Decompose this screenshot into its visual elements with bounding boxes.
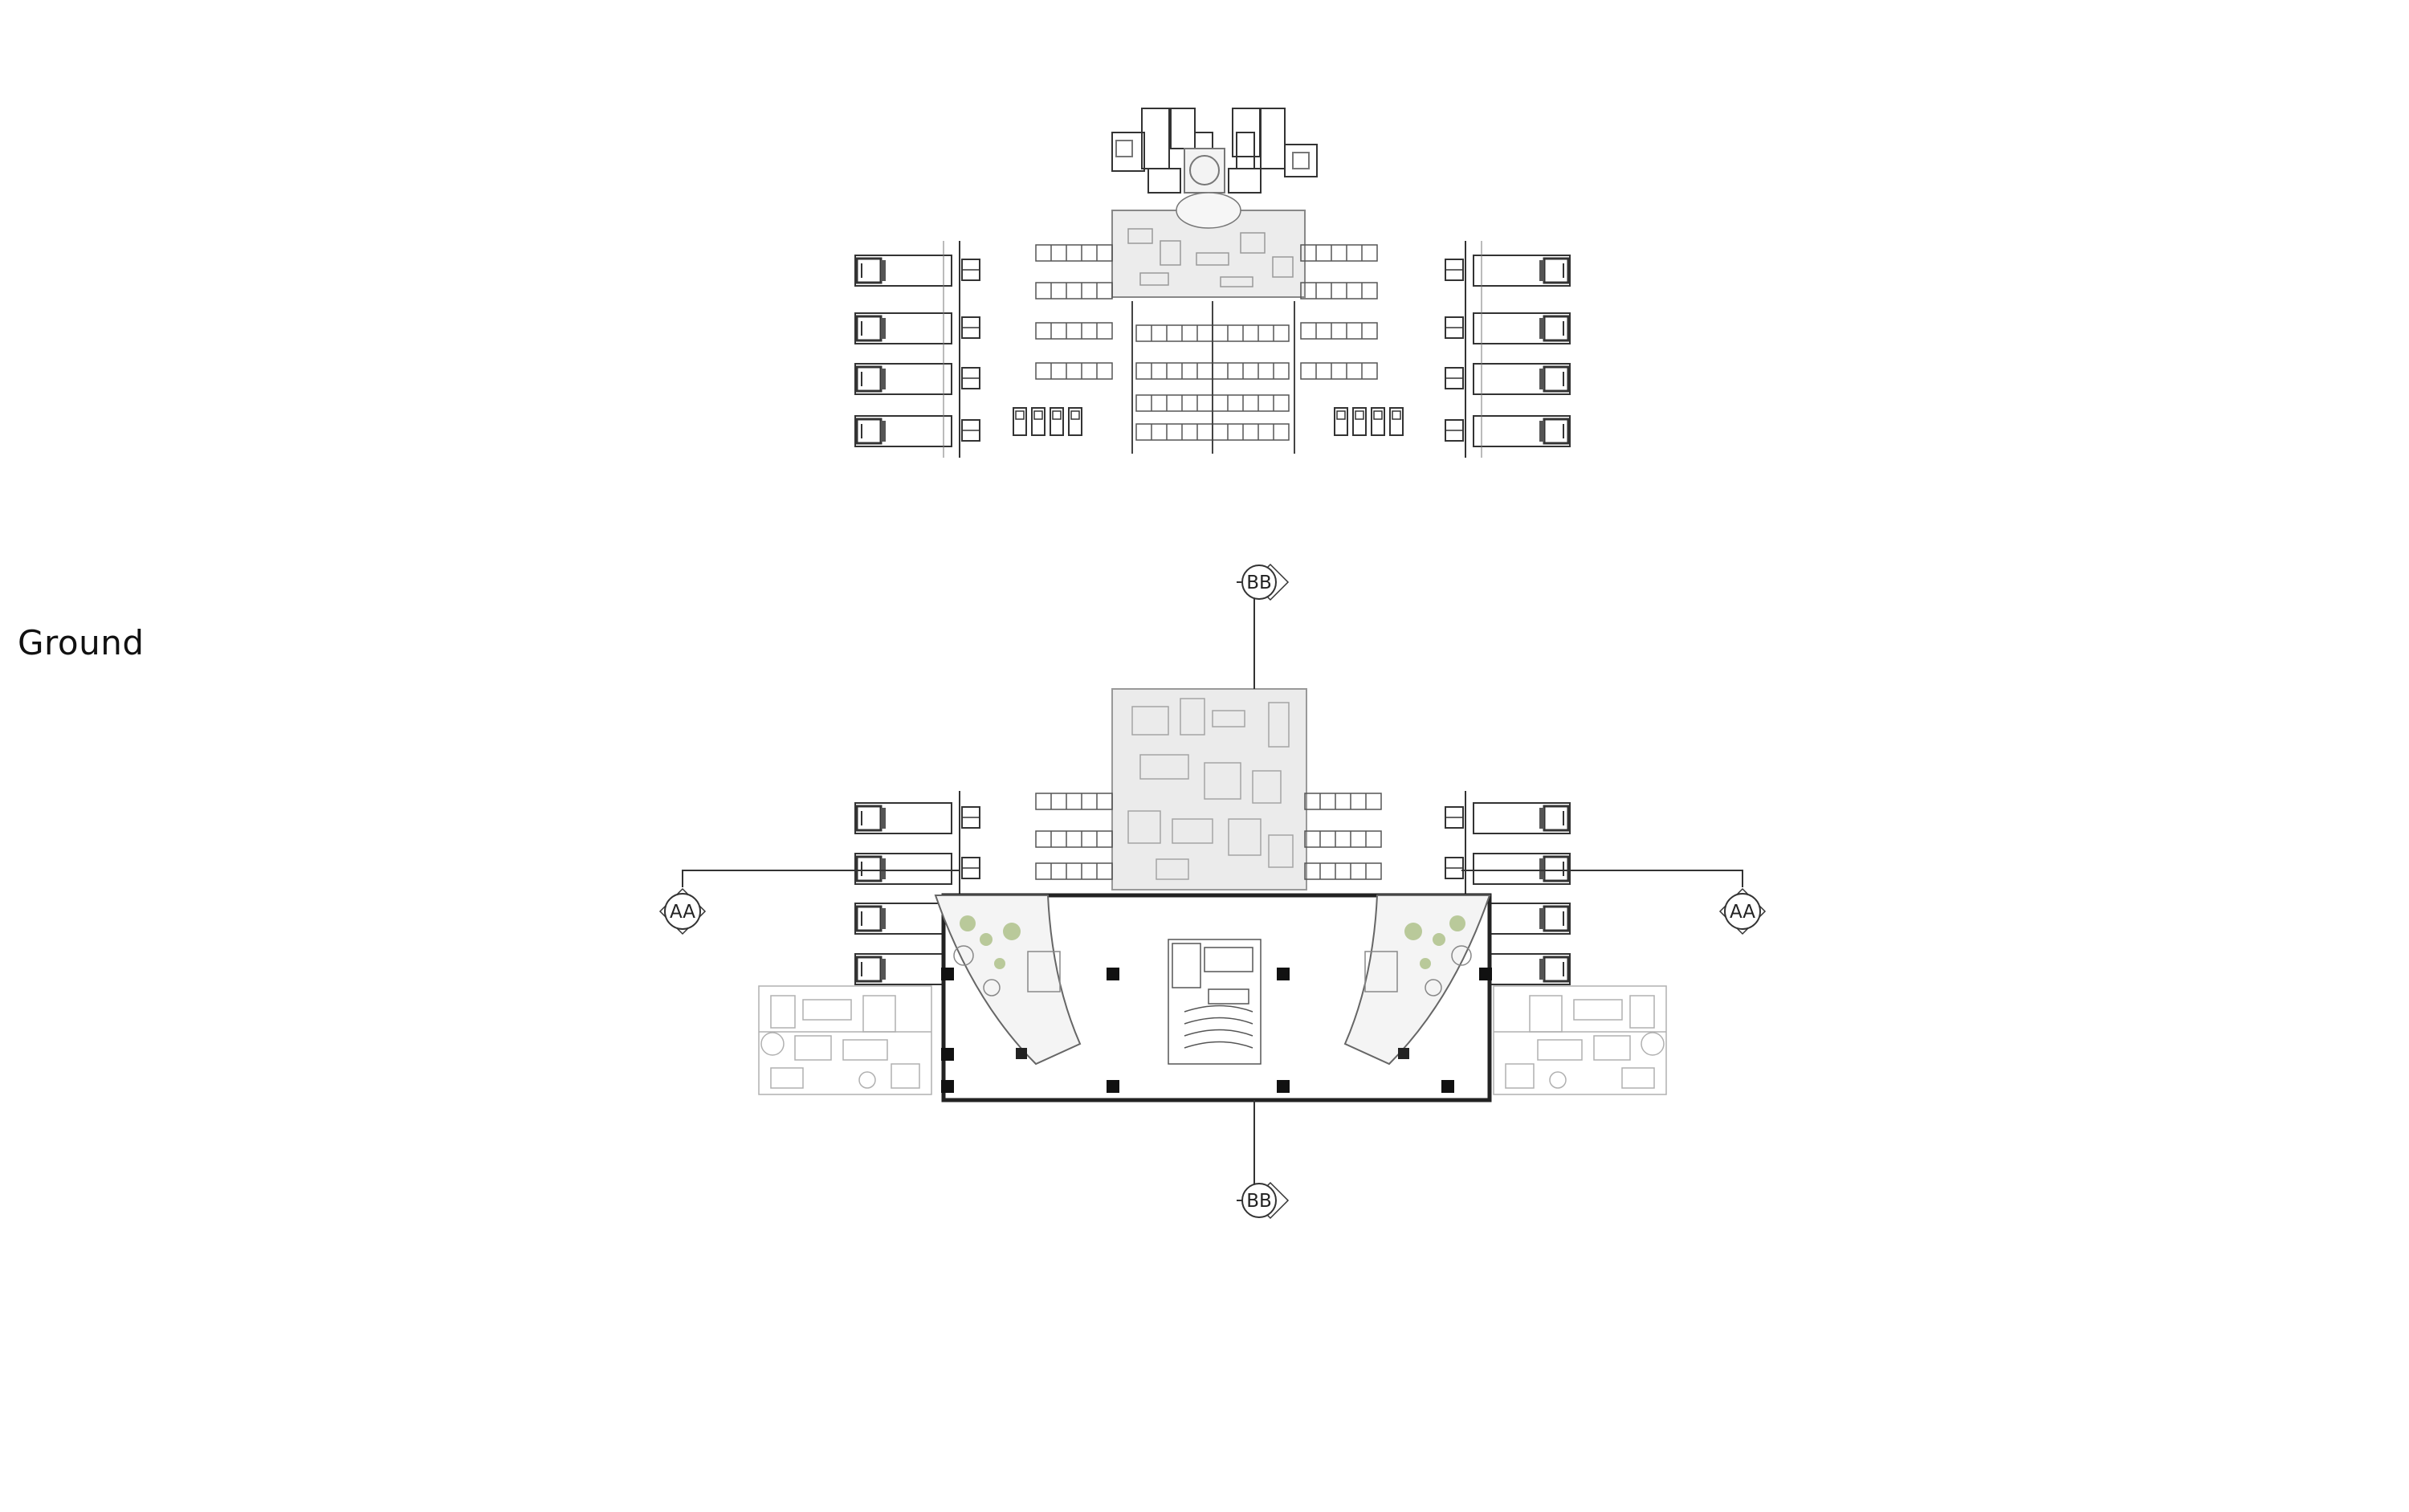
upper-right-truck-bays <box>1445 241 1571 458</box>
floor-label-ground: Ground <box>18 623 145 662</box>
section-marker-label: BB <box>1246 1191 1272 1212</box>
east-office-block <box>1493 985 1667 1095</box>
section-cut-lines <box>682 581 1743 1201</box>
section-marker-aa-right: AA <box>1718 887 1767 935</box>
ground-left-truck-bays <box>854 791 980 986</box>
section-marker-bb-top: BB <box>1241 563 1290 601</box>
upper-floor-plan <box>854 108 1571 458</box>
west-office-block <box>758 985 932 1095</box>
right-curved-wedge <box>1343 895 1491 1066</box>
section-marker-label: AA <box>670 902 695 923</box>
section-marker-label: BB <box>1246 573 1272 593</box>
structural-columns <box>941 968 1492 1093</box>
upper-left-truck-bays <box>854 241 980 458</box>
upper-moto-parking <box>1013 407 1404 436</box>
section-marker-label: AA <box>1730 902 1755 923</box>
ground-floor-plan <box>682 581 1743 1201</box>
ground-right-truck-bays <box>1445 791 1571 986</box>
section-marker-bb-bottom: BB <box>1241 1181 1290 1220</box>
central-auditorium <box>1168 939 1262 1065</box>
upper-parking-bays <box>1035 244 1378 454</box>
residential-cluster <box>1111 108 1318 194</box>
ground-north-building <box>1111 688 1307 890</box>
left-curved-wedge <box>934 895 1082 1066</box>
section-marker-aa-left: AA <box>658 887 707 935</box>
